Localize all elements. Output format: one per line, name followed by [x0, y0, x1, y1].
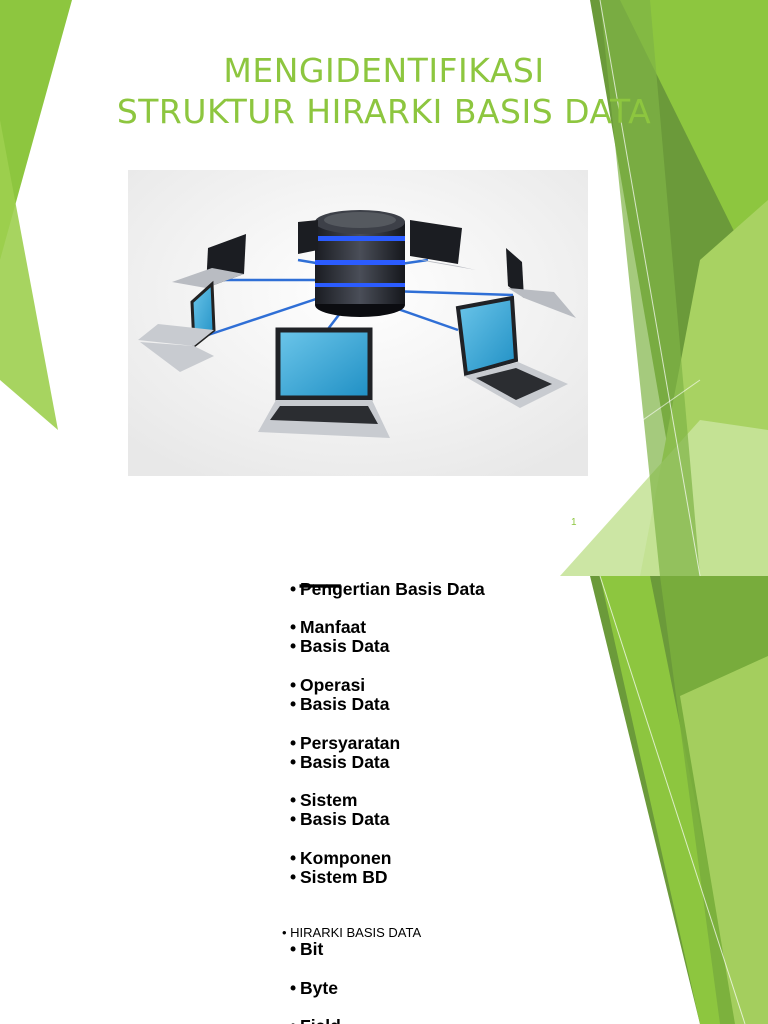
topic-3-line-2: •Basis Data — [290, 694, 390, 714]
topic-6-line-2: •Sistem BD — [290, 867, 388, 887]
laptop-back-mid — [298, 220, 476, 270]
hierarchy-heading: • HIRARKI BASIS DATA — [282, 925, 422, 940]
topic-2-line-1: •Manfaat — [290, 617, 367, 637]
right-decoration — [560, 0, 768, 576]
hierarchy-item-bit: •Bit — [290, 939, 324, 959]
slide-2: ▁▁▁ •Pengertian Basis Data •Manfaat •Bas… — [0, 576, 768, 1024]
database-server-network-icon — [128, 170, 588, 476]
laptop-right-mid — [455, 295, 568, 408]
topic-6-line-1: •Komponen — [290, 848, 392, 868]
left-decoration — [0, 0, 72, 430]
laptop-left-top — [172, 234, 246, 288]
hierarchy-item-field: •Field — [290, 1017, 341, 1024]
database-network-image — [128, 170, 588, 476]
topic-4-line-1: •Persyaratan — [290, 733, 401, 753]
topic-5-line-2: •Basis Data — [290, 809, 390, 829]
topic-5-line-1: •Sistem — [290, 790, 358, 810]
topic-4-line-2: •Basis Data — [290, 752, 390, 772]
slide-number: 1 — [571, 517, 577, 528]
laptop-left-mid — [138, 280, 216, 372]
right-decoration — [590, 576, 768, 1024]
cut-off-heading: ▁▁▁ — [300, 576, 341, 587]
hierarchy-item-byte: •Byte — [290, 978, 338, 998]
slide-1: MENGIDENTIFIKASI STRUKTUR HIRARKI BASIS … — [0, 0, 768, 576]
topic-2-line-2: •Basis Data — [290, 636, 390, 656]
topic-3-line-1: •Operasi — [290, 675, 366, 695]
laptop-right-top — [506, 248, 576, 318]
laptop-front-center — [258, 327, 390, 438]
slide-title: MENGIDENTIFIKASI STRUKTUR HIRARKI BASIS … — [116, 51, 652, 131]
topic-1: •Pengertian Basis Data — [290, 579, 485, 599]
